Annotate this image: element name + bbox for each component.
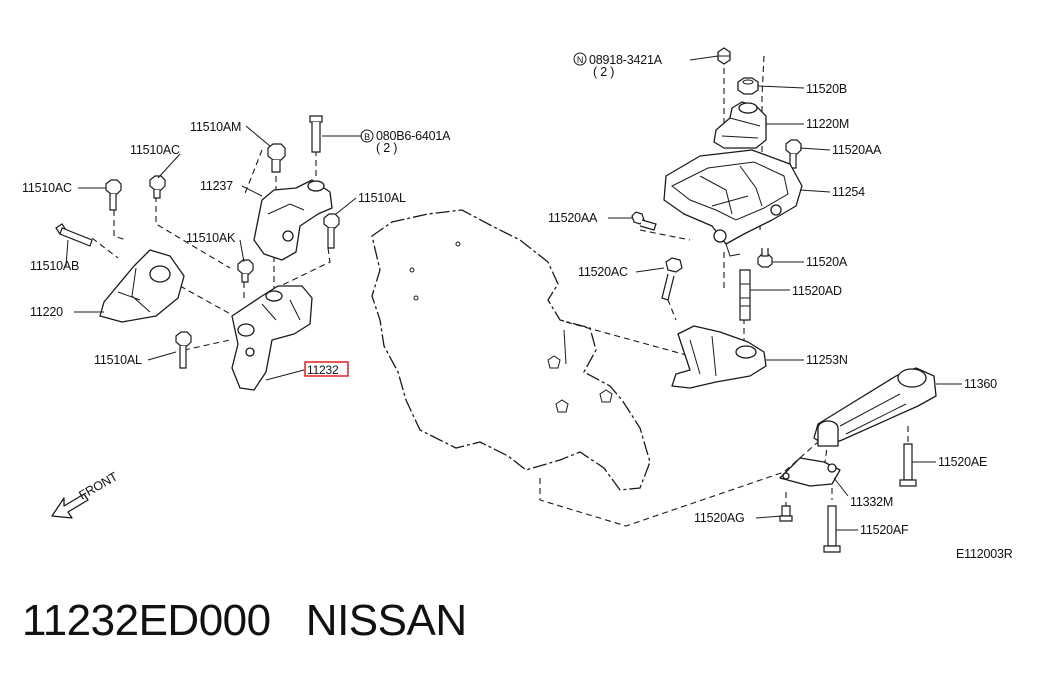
insulator-11220	[99, 249, 185, 323]
label-11510AK: 11510AK	[186, 231, 236, 245]
bolt-080B6	[309, 115, 323, 153]
bolt-11520AG	[779, 505, 793, 522]
label-top-nut: 08918-3421A	[589, 53, 663, 67]
label-11254: 11254	[832, 185, 865, 199]
label-11520AA-left: 11520AA	[548, 211, 598, 225]
label-11520B: 11520B	[806, 82, 847, 96]
bolt-11510AC-2	[105, 179, 122, 211]
insulator-11220M	[713, 101, 767, 149]
label-11510AB: 11510AB	[30, 259, 79, 273]
bolt-11510AL-lower	[175, 331, 192, 369]
bolt-11520AC-right	[661, 257, 683, 301]
engine-holes	[409, 241, 613, 413]
front-arrow-icon	[51, 493, 89, 519]
svg-text:N: N	[577, 55, 583, 65]
leader-lines	[65, 55, 962, 531]
part-number-caption: 11232ED000 NISSAN	[22, 596, 467, 645]
bolt-11510AB	[55, 223, 93, 247]
label-11332M: 11332M	[850, 495, 893, 509]
label-11510AL-lower: 11510AL	[94, 353, 142, 367]
svg-text:B: B	[364, 132, 370, 142]
bolt-11510AK	[237, 259, 254, 283]
label-11220: 11220	[30, 305, 63, 319]
bracket-11254	[663, 149, 803, 257]
bolt-11520AA-left	[631, 211, 657, 231]
nut-11520B	[737, 77, 759, 95]
circle-N-icon: N	[573, 52, 587, 66]
label-11520A: 11520A	[806, 255, 848, 269]
bolt-11520AF	[823, 505, 841, 553]
circle-B-icon: B	[360, 129, 374, 143]
bolt-11520A	[757, 248, 773, 268]
label-11510AC-2: 11510AC	[22, 181, 72, 195]
bracket-11253N	[671, 325, 767, 389]
label-top-nut-qty: ( 2 )	[593, 65, 614, 79]
label-11232-highlighted: 11232	[307, 363, 339, 377]
label-11220M: 11220M	[806, 117, 849, 131]
engine-outline	[371, 209, 651, 491]
bolt-11510AC-1	[149, 175, 166, 199]
label-front: FRONT	[77, 469, 121, 502]
nut-08918	[717, 47, 731, 65]
torque-rod-11360	[813, 367, 937, 447]
label-11237: 11237	[200, 179, 233, 193]
bolt-11510AL-upper	[323, 213, 340, 249]
label-11253N: 11253N	[806, 353, 848, 367]
bracket-11332M	[779, 457, 841, 487]
stud-11520AD	[739, 269, 751, 321]
bracket-11237	[253, 179, 333, 261]
label-11520AC-right: 11520AC	[578, 265, 628, 279]
label-11360: 11360	[964, 377, 997, 391]
label-11520AE: 11520AE	[938, 455, 987, 469]
diagram-code: E112003R	[956, 547, 1013, 561]
label-11520AA-top: 11520AA	[832, 143, 882, 157]
label-11510AM: 11510AM	[190, 120, 241, 134]
highlight-box	[304, 361, 349, 377]
bolt-11520AA-top	[785, 139, 802, 169]
bracket-11232	[231, 285, 313, 391]
label-11510AC-1: 11510AC	[130, 143, 180, 157]
label-11520AF: 11520AF	[860, 523, 909, 537]
label-bolt-B-qty: ( 2 )	[376, 141, 397, 155]
label-11510AL-upper: 11510AL	[358, 191, 406, 205]
label-11520AG: 11520AG	[694, 511, 745, 525]
label-11520AD: 11520AD	[792, 284, 842, 298]
bolt-11510AM	[267, 143, 286, 173]
bolt-11520AE	[899, 443, 917, 487]
label-bolt-B: 080B6-6401A	[376, 129, 451, 143]
